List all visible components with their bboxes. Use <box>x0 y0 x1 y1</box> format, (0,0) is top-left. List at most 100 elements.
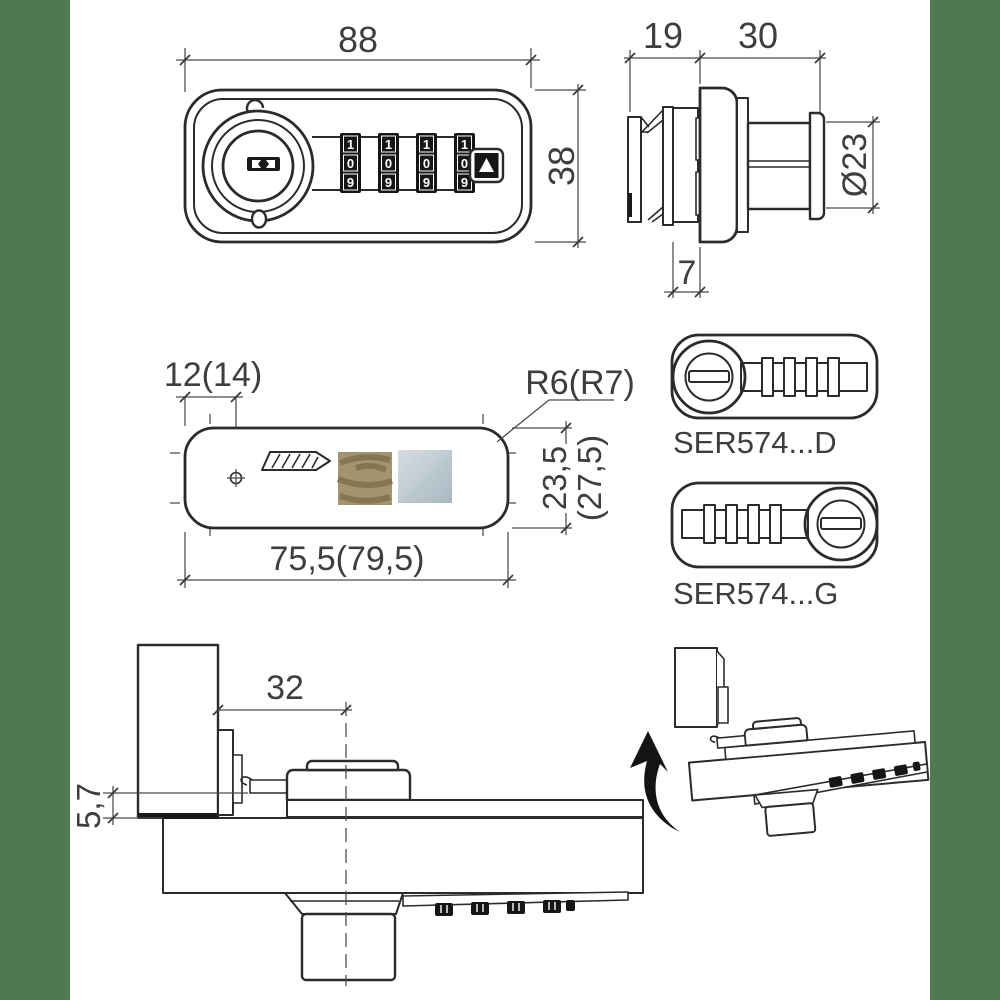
dim-backset-label: 32 <box>266 669 304 707</box>
wheel-digit-mid: 0 <box>461 156 468 171</box>
wheel-digit-mid: 0 <box>423 156 430 171</box>
variant-d-wheel <box>805 357 818 397</box>
variant-g-wheel <box>703 504 716 544</box>
dim-corner-radius-label: R6(R7) <box>525 364 635 402</box>
variant-d: SER574...D <box>670 333 879 460</box>
knob-top <box>305 759 400 772</box>
cylinder-collar <box>748 160 810 168</box>
variant-d-dial-ring <box>671 339 747 415</box>
dim-cutout-height: 23,5 (27,5) <box>512 421 608 535</box>
cylinder <box>746 121 812 211</box>
strike-bracket-small <box>717 686 729 724</box>
tilted-assembly <box>687 717 930 837</box>
variant-g-wheel <box>725 504 738 544</box>
front-view: 88 1 0 9 <box>176 19 586 248</box>
knob-base <box>285 768 412 802</box>
installation-tilted-view <box>630 647 930 837</box>
variant-d-wheel <box>827 357 840 397</box>
metal-material-swatch <box>398 450 452 503</box>
variant-d-slot <box>688 370 730 383</box>
bottom-plate <box>402 891 629 907</box>
release-button[interactable] <box>468 147 505 184</box>
cylinder-flange <box>808 111 826 221</box>
dim-width-88: 88 <box>176 19 540 92</box>
brand-logo-icon <box>247 157 280 171</box>
combination-wheel[interactable]: 1 0 9 <box>340 133 361 193</box>
dim-width-label: 88 <box>338 19 378 60</box>
dial-face <box>221 129 295 203</box>
wheel-digit-bottom: 9 <box>423 175 430 190</box>
right-margin-band <box>930 0 1000 1000</box>
wood-grain <box>336 454 393 504</box>
variant-g-wheel <box>769 504 782 544</box>
wheel-digit-bottom: 9 <box>461 175 468 190</box>
cutout-view: 12(14) R6(R7) <box>164 356 635 588</box>
dim-depths-19-30: 19 30 <box>624 15 826 118</box>
dim-cutout-length-label: 75,5(79,5) <box>270 540 425 578</box>
dim-body-depth-label: 30 <box>738 15 778 56</box>
wheel-digit-top: 1 <box>423 137 430 152</box>
variant-d-dial-face <box>684 352 734 402</box>
dim-cutout-height-alt-label: (27,5) <box>571 435 608 521</box>
wheel-digit-top: 1 <box>347 137 354 152</box>
variant-d-wheel <box>783 357 796 397</box>
dim-diameter-23: Ø23 <box>826 116 880 214</box>
knob-top-tilted <box>751 717 803 730</box>
dim-cutout-length: 75,5(79,5) <box>177 532 516 588</box>
wheels-edge-on <box>435 900 575 916</box>
side-view: 19 30 Ø23 <box>624 15 880 298</box>
dim-hole-offset-label: 12(14) <box>164 356 262 394</box>
dim-height-label: 38 <box>541 146 582 186</box>
variant-g-wheel <box>747 504 760 544</box>
variant-g-slot <box>820 517 862 530</box>
dim-gap-57: 5,7 <box>70 783 248 829</box>
variant-g-wheel-band <box>681 509 809 539</box>
dial-top-hook <box>245 98 265 113</box>
top-mounting-plate <box>286 799 644 818</box>
dim-flange-label: 7 <box>678 254 697 292</box>
combination-wheels: 1 0 9 1 0 9 1 0 9 <box>340 133 475 193</box>
triangle-up-icon <box>479 158 494 172</box>
lock-body-inner-outline <box>193 98 523 234</box>
plate-bracing <box>640 109 664 223</box>
bottom-cylinder <box>300 912 397 982</box>
left-margin-band <box>0 0 70 1000</box>
wheels-edge-on-tilted <box>828 761 921 788</box>
wheel-digit-top: 1 <box>461 137 468 152</box>
installation-side-view: 32 5,7 <box>70 643 644 986</box>
bottom-cylinder-tilted <box>764 802 817 837</box>
dim-height-38: 38 <box>535 84 586 248</box>
dim-corner-radius: R6(R7) <box>496 364 635 443</box>
variant-d-wheel <box>761 357 774 397</box>
variant-d-label: SER574...D <box>673 425 837 460</box>
variant-g-dial-face <box>816 499 866 549</box>
wood-material-swatch <box>336 452 393 505</box>
dim-backset-32: 32 <box>212 669 352 716</box>
dim-diameter-label: Ø23 <box>836 133 874 197</box>
variant-g-label: SER574...G <box>673 576 838 611</box>
dim-cutout-height-label: 23,5 <box>536 446 573 510</box>
bottom-flange <box>284 892 404 915</box>
mounting-plate <box>662 106 674 226</box>
panel-door-junction <box>138 813 218 819</box>
wheel-digit-top: 1 <box>385 137 392 152</box>
combination-wheel[interactable]: 1 0 9 <box>416 133 437 193</box>
front-flange-block <box>672 107 699 223</box>
dial-bottom-stud <box>250 209 268 229</box>
latch-arm-tilted <box>709 734 747 749</box>
combination-wheel[interactable]: 1 0 9 <box>378 133 399 193</box>
dim-flange-7: 7 <box>664 242 709 298</box>
wheel-digit-mid: 0 <box>385 156 392 171</box>
variant-g: SER574...G <box>670 481 879 611</box>
wheel-digit-mid: 0 <box>347 156 354 171</box>
dim-gap-label: 5,7 <box>70 783 107 829</box>
dim-latch-depth-label: 19 <box>643 15 683 56</box>
pilot-hole <box>227 469 245 487</box>
drill-bit-icon <box>261 451 331 471</box>
wheel-digit-bottom: 9 <box>347 175 354 190</box>
variant-g-dial-ring <box>803 486 879 562</box>
wheel-digit-bottom: 9 <box>385 175 392 190</box>
body-step <box>736 97 749 233</box>
